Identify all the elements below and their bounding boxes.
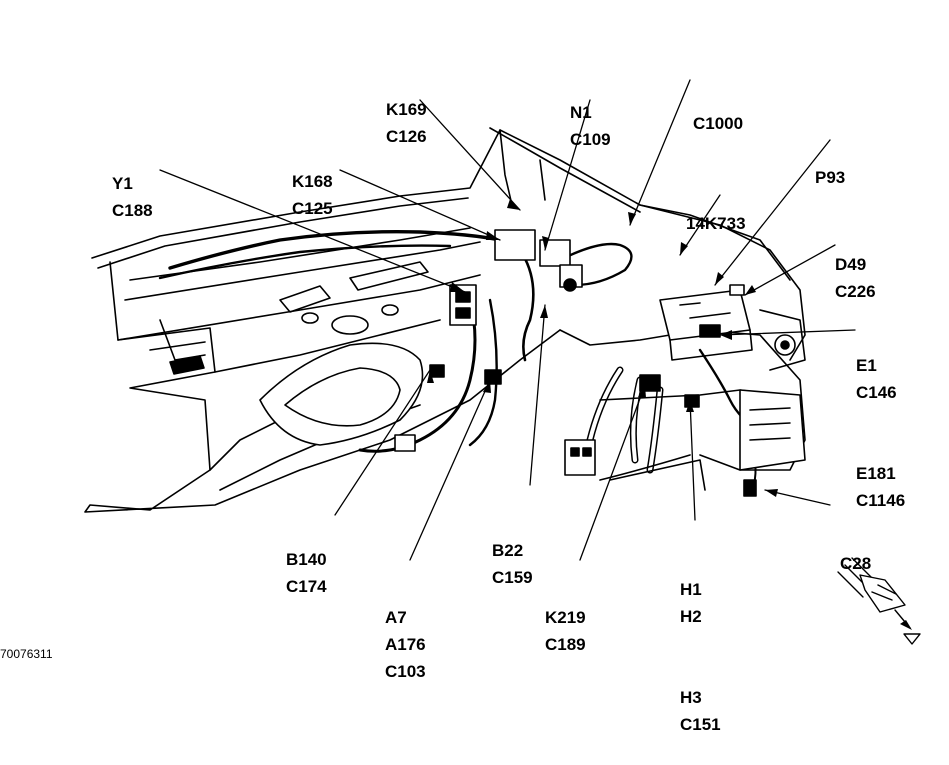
- leader-y1: [159, 169, 466, 293]
- leader-k219: [579, 384, 646, 561]
- label-p93: P93: [815, 168, 846, 187]
- engine-compartment-diagram: [84, 79, 921, 645]
- leader-d49: [744, 244, 836, 296]
- firewall-panel: [84, 227, 561, 513]
- leader-a7: [409, 379, 491, 561]
- leader-p93: [714, 139, 831, 286]
- label-c1000: C1000: [693, 114, 744, 133]
- leader-k168: [339, 169, 501, 241]
- label-14k733: 14K733: [686, 214, 746, 233]
- connector-icon: [837, 557, 921, 645]
- leader-h1: [689, 399, 696, 521]
- connector-blocks: [394, 229, 757, 497]
- leader-c1000: [629, 79, 691, 226]
- leader-k169: [419, 99, 521, 211]
- power-distribution-box: [659, 284, 753, 361]
- cowl-top-panel: [91, 127, 806, 361]
- figure-id: 70076311: [0, 647, 53, 661]
- label-c28: C28: [840, 554, 872, 573]
- leader-b140: [334, 369, 431, 516]
- wiring-harness: [158, 229, 762, 491]
- leader-b22: [529, 304, 546, 486]
- fender-apron: [559, 329, 806, 491]
- leader-e1: [719, 329, 856, 336]
- leader-14k733: [679, 194, 721, 256]
- strut-tower: [759, 309, 806, 371]
- leader-lines: [159, 79, 856, 561]
- leader-n1: [544, 99, 591, 251]
- leader-arrowheads: [427, 199, 778, 497]
